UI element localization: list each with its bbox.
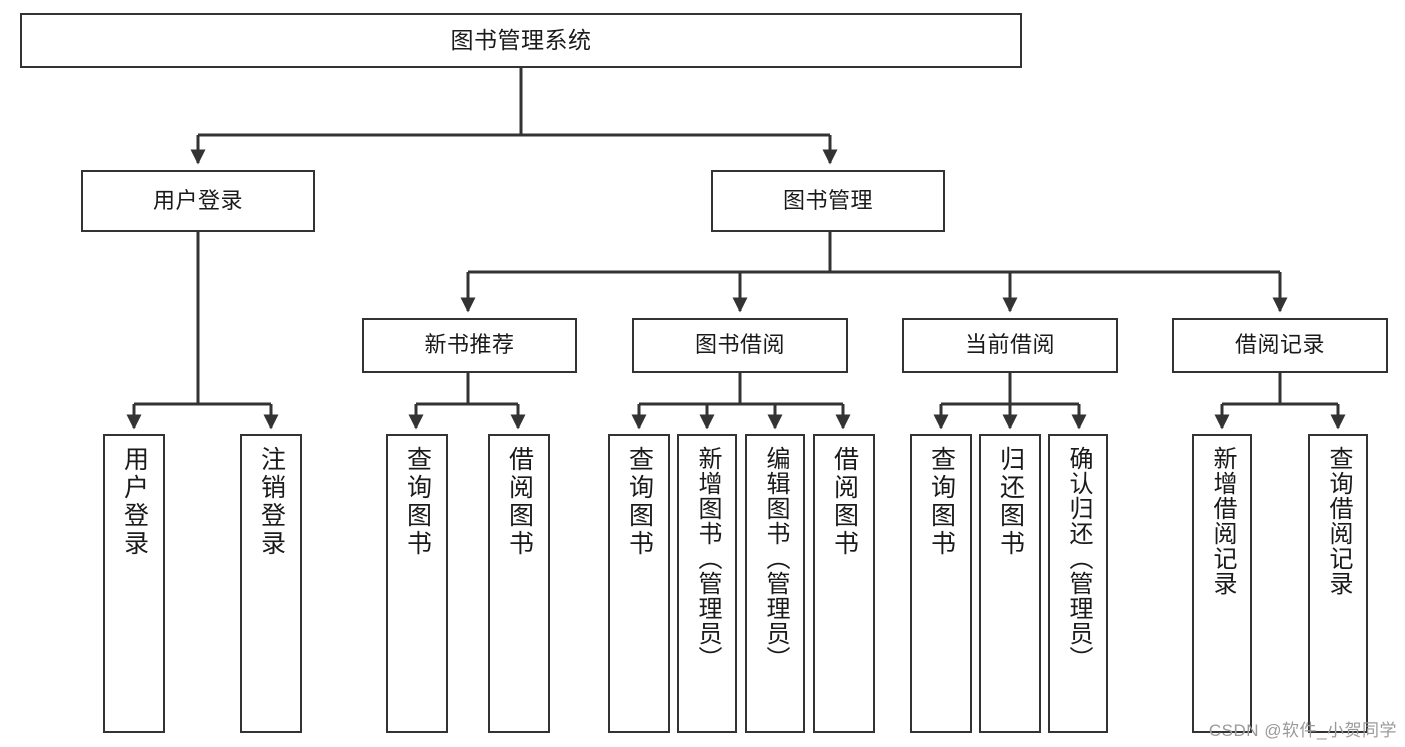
- leaf-book-borrow-query-book[interactable]: 查询图书: [608, 434, 670, 733]
- node-book-borrow[interactable]: 图书借阅: [632, 318, 848, 373]
- node-label: 用户登录: [120, 446, 149, 558]
- leaf-book-borrow-add-book-admin[interactable]: 新增图书（管理员）: [677, 434, 737, 733]
- leaf-user-login-logout[interactable]: 注销登录: [240, 434, 302, 733]
- leaf-new-book-query-book[interactable]: 查询图书: [386, 434, 448, 733]
- leaf-borrow-record-query-record[interactable]: 查询借阅记录: [1308, 434, 1368, 733]
- node-label: 借阅图书: [505, 446, 534, 558]
- node-new-book-recommendation[interactable]: 新书推荐: [362, 318, 577, 373]
- node-label: 图书借阅: [694, 332, 785, 358]
- node-label: 借阅记录: [1234, 332, 1325, 358]
- node-label: 查询图书: [403, 446, 432, 558]
- leaf-current-borrow-query-book[interactable]: 查询图书: [910, 434, 972, 733]
- node-label: 归还图书: [996, 446, 1025, 558]
- node-root-library-management-system[interactable]: 图书管理系统: [20, 13, 1022, 68]
- node-label: 注销登录: [257, 446, 286, 558]
- leaf-borrow-record-add-record[interactable]: 新增借阅记录: [1192, 434, 1252, 733]
- node-label: 图书管理系统: [450, 26, 592, 53]
- node-label: 用户登录: [152, 187, 243, 213]
- node-label: 查询借阅记录: [1325, 446, 1352, 596]
- node-label: 新增图书（管理员）: [694, 446, 721, 671]
- node-label: 新增借阅记录: [1209, 446, 1236, 596]
- node-label: 当前借阅: [964, 332, 1055, 358]
- node-borrow-record[interactable]: 借阅记录: [1172, 318, 1388, 373]
- csdn-watermark: CSDN @软件_小贺同学: [1208, 721, 1397, 740]
- leaf-current-borrow-confirm-return-admin[interactable]: 确认归还（管理员）: [1048, 434, 1108, 733]
- leaf-user-login-login[interactable]: 用户登录: [103, 434, 165, 733]
- node-label: 图书管理: [782, 187, 873, 213]
- node-label: 确认归还（管理员）: [1065, 446, 1092, 671]
- node-user-login[interactable]: 用户登录: [81, 170, 315, 232]
- leaf-new-book-borrow-book[interactable]: 借阅图书: [488, 434, 550, 733]
- node-label: 查询图书: [927, 446, 956, 558]
- node-label: 编辑图书（管理员）: [762, 446, 789, 671]
- node-label: 新书推荐: [424, 332, 515, 358]
- leaf-book-borrow-borrow-book[interactable]: 借阅图书: [813, 434, 875, 733]
- node-label: 查询图书: [625, 446, 654, 558]
- leaf-current-borrow-return-book[interactable]: 归还图书: [979, 434, 1041, 733]
- leaf-book-borrow-edit-book-admin[interactable]: 编辑图书（管理员）: [745, 434, 805, 733]
- node-current-borrow[interactable]: 当前借阅: [902, 318, 1118, 373]
- node-book-management[interactable]: 图书管理: [711, 170, 945, 232]
- node-label: 借阅图书: [830, 446, 859, 558]
